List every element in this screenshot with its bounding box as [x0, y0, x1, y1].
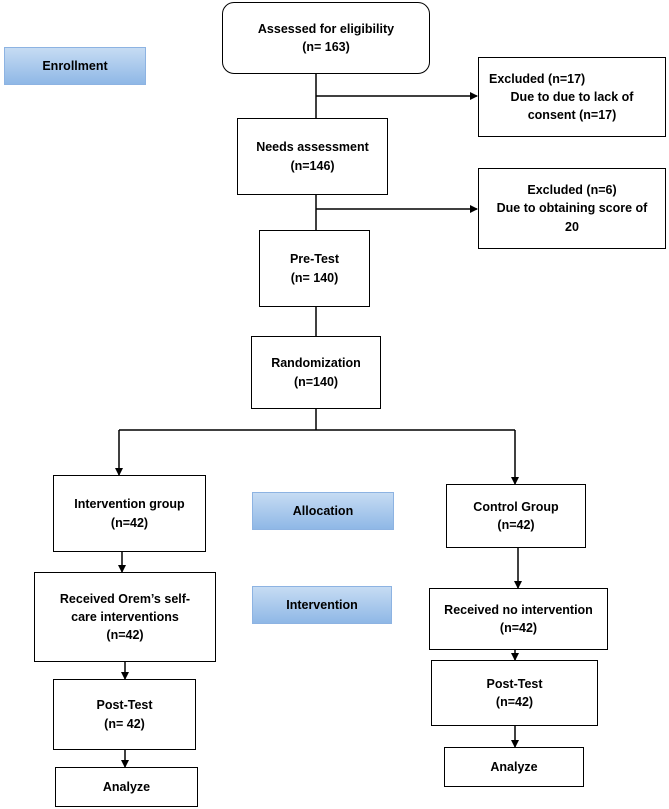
box-int-group-line: (n=42) — [110, 515, 149, 530]
box-control-group: Control Group (n=42) — [446, 484, 586, 548]
box-pretest-line: (n= 140) — [290, 270, 339, 285]
box-random-line: (n=140) — [293, 374, 339, 389]
box-excluded-2-line: 20 — [565, 219, 579, 234]
box-post-test-intervention: Post-Test (n= 42) — [53, 679, 196, 750]
box-pretest: Pre-Test (n= 140) — [259, 230, 370, 307]
box-assessed: Assessed for eligibility (n= 163) — [222, 2, 430, 74]
box-excluded-1-line: Due to due to lack of — [510, 89, 634, 104]
box-intervention-group: Intervention group (n=42) — [53, 475, 206, 552]
stage-allocation-label: Allocation — [292, 504, 354, 518]
box-post-test-control: Post-Test (n=42) — [431, 660, 598, 726]
box-ctrl-group-line: Control Group — [473, 499, 559, 514]
box-ctrl-analyze-line: Analyze — [490, 759, 538, 774]
stage-intervention: Intervention — [252, 586, 392, 624]
box-received-no-intervention: Received no intervention (n=42) — [429, 588, 608, 650]
box-assessed-line: (n= 163) — [302, 40, 350, 54]
box-received-orem: Received Orem’s self- care interventions… — [34, 572, 216, 662]
box-needs-line: (n=146) — [290, 158, 335, 173]
box-excluded-2: Excluded (n=6) Due to obtaining score of… — [478, 168, 666, 249]
box-ctrl-post-line: (n=42) — [495, 695, 534, 709]
box-assessed-line: Assessed for eligibility — [257, 21, 395, 36]
box-ctrl-post-line: Post-Test — [486, 676, 543, 691]
box-excluded-2-line: Excluded (n=6) — [527, 183, 617, 198]
box-excluded-1-line: Excluded (n=17) — [489, 71, 586, 86]
box-randomization: Randomization (n=140) — [251, 336, 381, 409]
box-excluded-1: Excluded (n=17) Due to due to lack of co… — [478, 57, 666, 137]
stage-allocation: Allocation — [252, 492, 394, 530]
box-pretest-line: Pre-Test — [289, 252, 340, 267]
box-int-post-line: Post-Test — [96, 698, 153, 713]
box-ctrl-group-line: (n=42) — [497, 518, 535, 532]
stage-enrollment: Enrollment — [4, 47, 146, 85]
box-random-line: Randomization — [271, 356, 361, 371]
box-int-post-line: (n= 42) — [104, 716, 145, 731]
box-excluded-2-line: Due to obtaining score of — [496, 201, 648, 216]
box-analyze-control: Analyze — [444, 747, 584, 787]
stage-enrollment-label: Enrollment — [42, 59, 108, 73]
box-int-received-line: (n=42) — [106, 628, 144, 643]
box-analyze-intervention: Analyze — [55, 767, 198, 807]
box-ctrl-received-line: (n=42) — [499, 621, 538, 635]
box-needs-assessment: Needs assessment (n=146) — [237, 118, 388, 195]
box-ctrl-received-line: Received no intervention — [444, 602, 593, 617]
box-int-received-line: care interventions — [71, 609, 179, 624]
box-int-analyze-line: Analyze — [102, 779, 151, 794]
box-int-group-line: Intervention group — [74, 497, 185, 512]
box-needs-line: Needs assessment — [256, 140, 369, 155]
box-int-received-line: Received Orem’s self- — [59, 591, 191, 606]
box-excluded-1-line: consent (n=17) — [527, 108, 617, 123]
stage-intervention-label: Intervention — [286, 598, 358, 612]
